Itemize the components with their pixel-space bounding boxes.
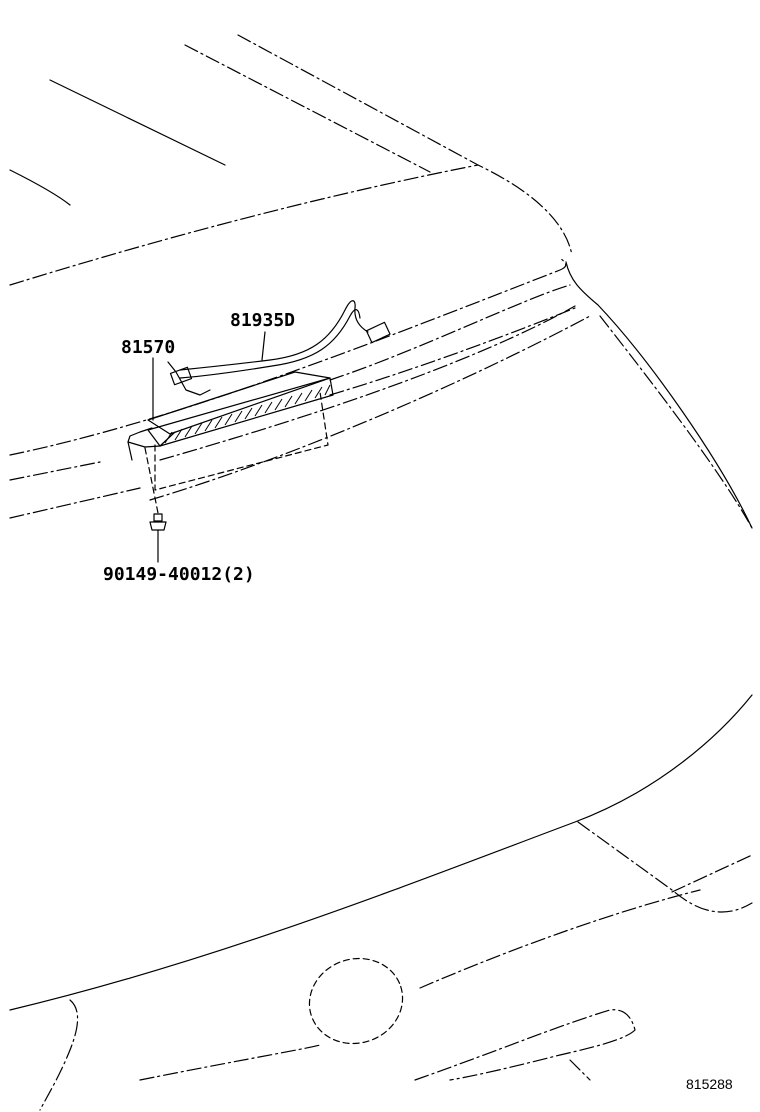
wire-harness bbox=[167, 300, 391, 396]
part-label-wire[interactable]: 81935D bbox=[230, 310, 295, 331]
spoiler-outline bbox=[9, 257, 753, 529]
diagram-reference-number: 815288 bbox=[686, 1076, 733, 1092]
emblem-outline bbox=[308, 957, 404, 1045]
hatch-glass-outline bbox=[149, 315, 753, 529]
leader-81935D bbox=[261, 331, 266, 361]
roof-outline bbox=[9, 34, 573, 286]
stop-lamp-assembly bbox=[127, 371, 334, 491]
screw bbox=[144, 447, 167, 563]
hatch-lower-outline bbox=[9, 694, 753, 1111]
part-label-screw[interactable]: 90149-40012(2) bbox=[103, 564, 255, 585]
lamp-lens-hatching bbox=[164, 384, 331, 444]
part-label-stop-lamp[interactable]: 81570 bbox=[121, 337, 175, 358]
